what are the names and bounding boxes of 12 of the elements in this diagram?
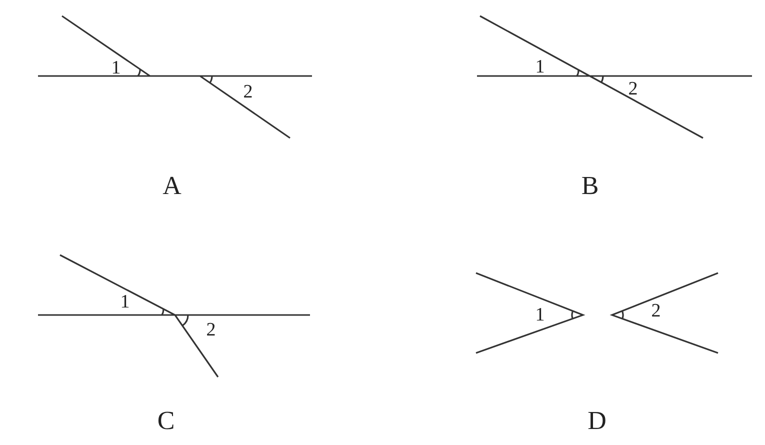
angle-label: 2 xyxy=(206,320,216,340)
option-letter: C xyxy=(157,408,175,434)
option-letter: D xyxy=(588,408,606,434)
angle-label: 1 xyxy=(120,292,130,312)
angle-label: 2 xyxy=(628,80,638,98)
option-letter: A xyxy=(162,173,182,199)
angle-label: 2 xyxy=(243,82,253,102)
angle-label: 2 xyxy=(651,302,661,320)
angle-label: 1 xyxy=(535,58,545,76)
option-letter: B xyxy=(581,173,599,199)
angle-label: 1 xyxy=(111,58,121,78)
angle-label: 1 xyxy=(535,306,545,324)
